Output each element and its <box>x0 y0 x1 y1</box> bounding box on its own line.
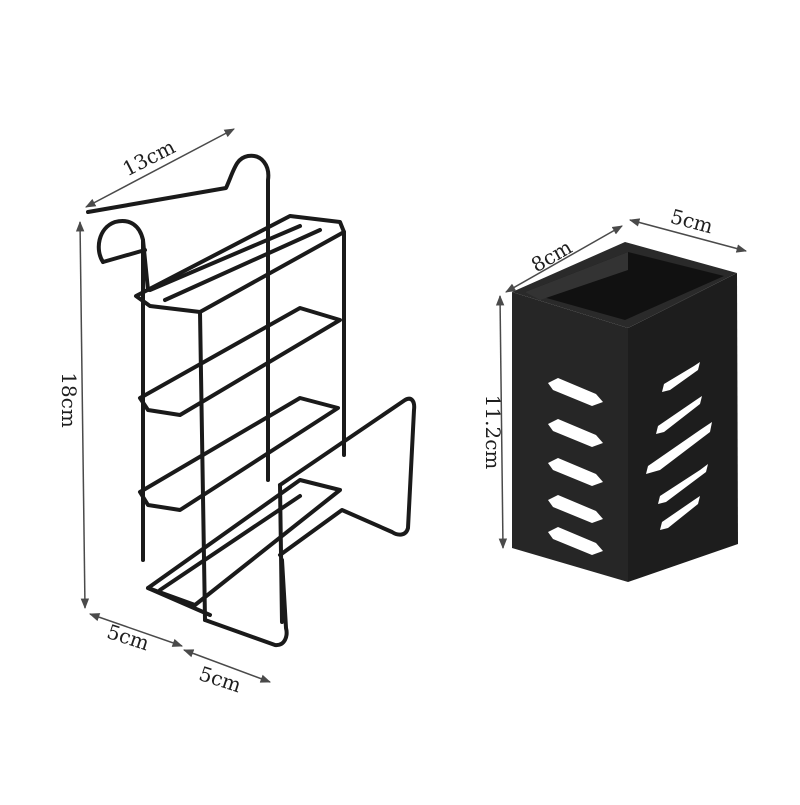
dimension-lines <box>75 128 748 683</box>
rack-height-label: 18cm <box>57 372 81 428</box>
utensil-holder <box>512 242 738 582</box>
holder-depth-arrow <box>628 218 748 253</box>
holder-height-arrow <box>495 294 508 550</box>
side-slot <box>658 464 708 504</box>
rack-shelf-2 <box>138 306 342 417</box>
side-slot <box>662 362 700 392</box>
front-slot <box>548 495 603 523</box>
rack-left-hook <box>96 219 150 292</box>
holder-width-arrow <box>505 225 623 293</box>
holder-front-slots <box>548 378 603 555</box>
holder-opening <box>525 252 724 320</box>
rack-depth-arrow-right <box>183 649 271 683</box>
rack-height-arrow <box>75 220 90 610</box>
front-slot <box>548 378 603 406</box>
rack-depth-arrow-left <box>89 613 183 647</box>
rack-width-arrow <box>85 128 235 208</box>
side-slot <box>656 396 702 434</box>
holder-height-label: 11.2cm <box>481 395 505 470</box>
rack-bottom-tray <box>146 478 342 607</box>
rack-shelf-3 <box>138 396 340 512</box>
side-slot <box>646 422 712 474</box>
front-slot <box>548 527 603 555</box>
front-slot <box>548 419 603 447</box>
front-slot <box>548 458 603 486</box>
holder-side-slots <box>646 362 712 530</box>
rack-side-bracket <box>278 396 417 557</box>
holder-side-face <box>628 273 738 582</box>
side-slot <box>660 496 700 530</box>
